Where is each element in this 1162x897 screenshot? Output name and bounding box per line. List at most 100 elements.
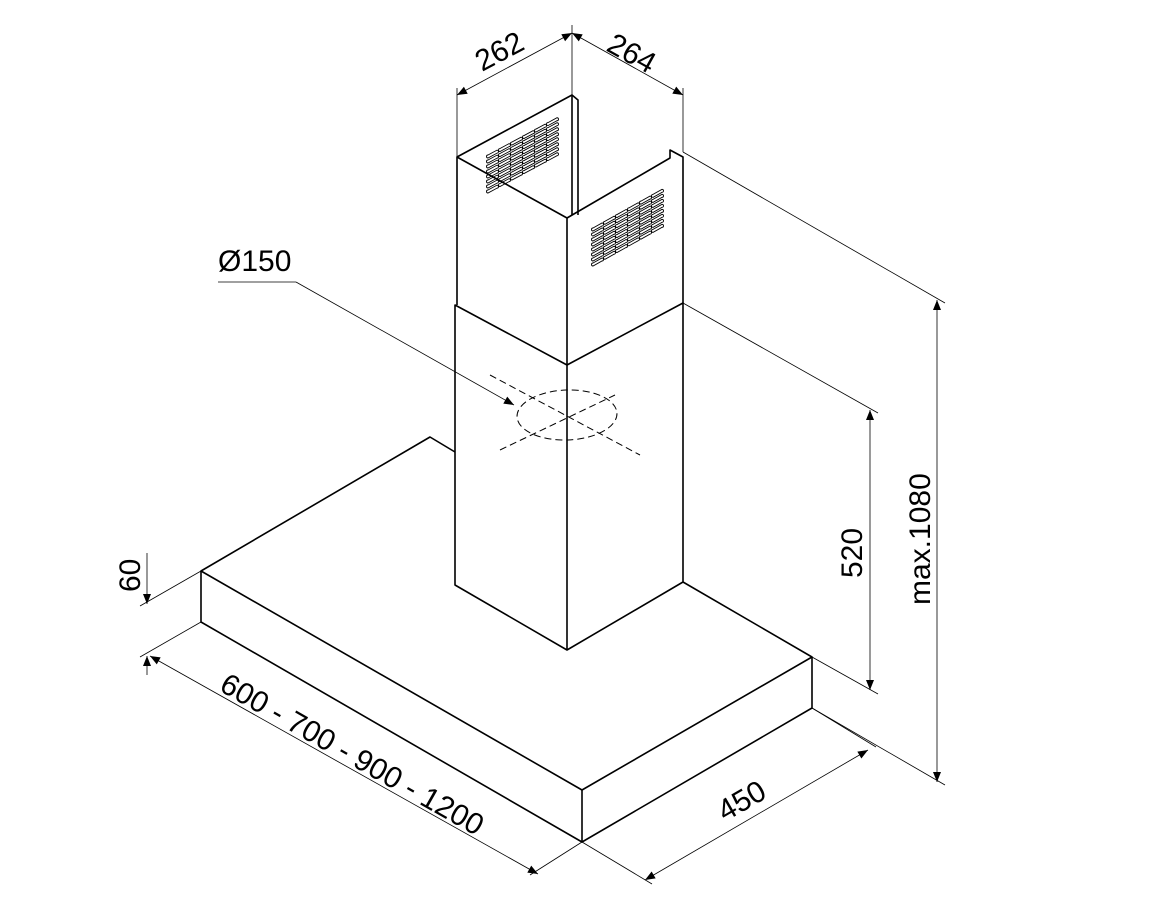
vent-slot — [498, 173, 511, 182]
vent-slot — [534, 148, 547, 158]
canopy — [200, 436, 813, 843]
vent-slot — [498, 158, 511, 167]
vent-slot — [639, 195, 652, 205]
vent-slot — [534, 153, 547, 163]
vent-slot — [639, 200, 652, 210]
duct-outlet — [489, 374, 641, 456]
canopy-depth-dimension: 450 — [581, 707, 877, 885]
vent-slot — [546, 142, 559, 152]
vent-slot — [591, 242, 604, 252]
vent-slot — [627, 232, 640, 242]
vent-slot — [639, 225, 652, 235]
vent-slot — [498, 153, 511, 162]
vent-slot — [591, 257, 604, 267]
vent-slot — [510, 141, 523, 151]
vent-slot — [510, 156, 523, 166]
vent-slot — [486, 184, 499, 194]
max-height-label: max.1080 — [904, 473, 937, 605]
vent-slot — [639, 210, 652, 220]
vent-slot — [534, 143, 547, 153]
lower-chimney — [454, 302, 684, 651]
vent-slot — [522, 145, 535, 155]
canopy-width-label: 600 - 700 - 900 - 1200 — [215, 667, 490, 842]
vent-slot — [522, 150, 535, 160]
chimney-top-dimensions: 262 264 — [456, 25, 684, 157]
vent-slot — [522, 165, 535, 175]
vent-slot — [498, 168, 511, 177]
vent-slot — [510, 161, 523, 171]
vent-slot — [615, 219, 628, 229]
canopy-width-dimension: 600 - 700 - 900 - 1200 — [149, 655, 583, 876]
vent-slot — [639, 230, 652, 240]
depth-450-label: 450 — [712, 774, 772, 828]
vent-slot — [615, 224, 628, 234]
lower-chimney-dimension: 520 — [682, 302, 879, 695]
vent-slot — [498, 178, 511, 187]
vent-slot — [522, 130, 535, 140]
vent-slot — [534, 138, 547, 148]
vent-slot — [603, 225, 616, 235]
vent-slot — [534, 128, 547, 138]
vent-slot — [603, 235, 616, 245]
vent-slot — [510, 136, 523, 146]
vent-slot — [546, 137, 559, 147]
vent-slot — [639, 220, 652, 230]
vent-slot — [510, 151, 523, 161]
vent-slot — [510, 171, 523, 181]
vent-slot — [603, 240, 616, 250]
vent-slot — [603, 230, 616, 240]
vent-slot — [615, 214, 628, 224]
vent-slot — [522, 160, 535, 170]
vent-slot — [498, 148, 511, 157]
vent-slot — [651, 203, 664, 213]
vent-slot — [639, 205, 652, 215]
vent-slot — [651, 213, 664, 223]
vent-slot — [627, 217, 640, 227]
diameter-leader: Ø150 — [218, 245, 515, 406]
width-262-label: 262 — [470, 26, 530, 79]
vent-slot — [627, 227, 640, 237]
vent-slot — [651, 193, 664, 203]
diameter-label: Ø150 — [218, 245, 291, 278]
vent-slot — [534, 158, 547, 168]
vent-slot — [627, 212, 640, 222]
vent-slot — [615, 234, 628, 244]
vent-slot — [615, 229, 628, 239]
vent-slot — [498, 143, 511, 152]
vent-slot — [603, 245, 616, 255]
vent-slot — [603, 215, 616, 225]
max-height-dimension: max.1080 — [682, 151, 946, 786]
vent-slot — [651, 198, 664, 208]
vent-slot — [639, 215, 652, 225]
vent-slot — [627, 222, 640, 232]
vent-slot — [615, 244, 628, 254]
vent-slot — [591, 252, 604, 262]
vent-slot — [510, 166, 523, 176]
vent-slot — [591, 247, 604, 257]
vent-slot — [591, 222, 604, 232]
vent-slot — [615, 239, 628, 249]
vent-slot — [486, 154, 499, 164]
height-520-label: 520 — [836, 528, 869, 578]
vent-slot — [546, 117, 559, 127]
vent-slot — [651, 223, 664, 233]
vent-slot — [546, 132, 559, 142]
vent-slot — [546, 152, 559, 162]
vent-slot — [627, 207, 640, 217]
vent-slot — [591, 237, 604, 247]
vent-slot — [651, 208, 664, 218]
vent-slot — [486, 164, 499, 174]
vent-slots-left — [486, 117, 559, 194]
vent-slot — [627, 237, 640, 247]
depth-264-label: 264 — [602, 27, 662, 80]
vent-slot — [603, 250, 616, 260]
vent-slot — [651, 188, 664, 198]
vent-slot — [534, 123, 547, 133]
vent-slot — [546, 122, 559, 132]
vent-slot — [510, 146, 523, 156]
vent-slot — [546, 147, 559, 157]
vent-slot — [651, 218, 664, 228]
vent-slot — [627, 202, 640, 212]
vent-slot — [591, 227, 604, 237]
